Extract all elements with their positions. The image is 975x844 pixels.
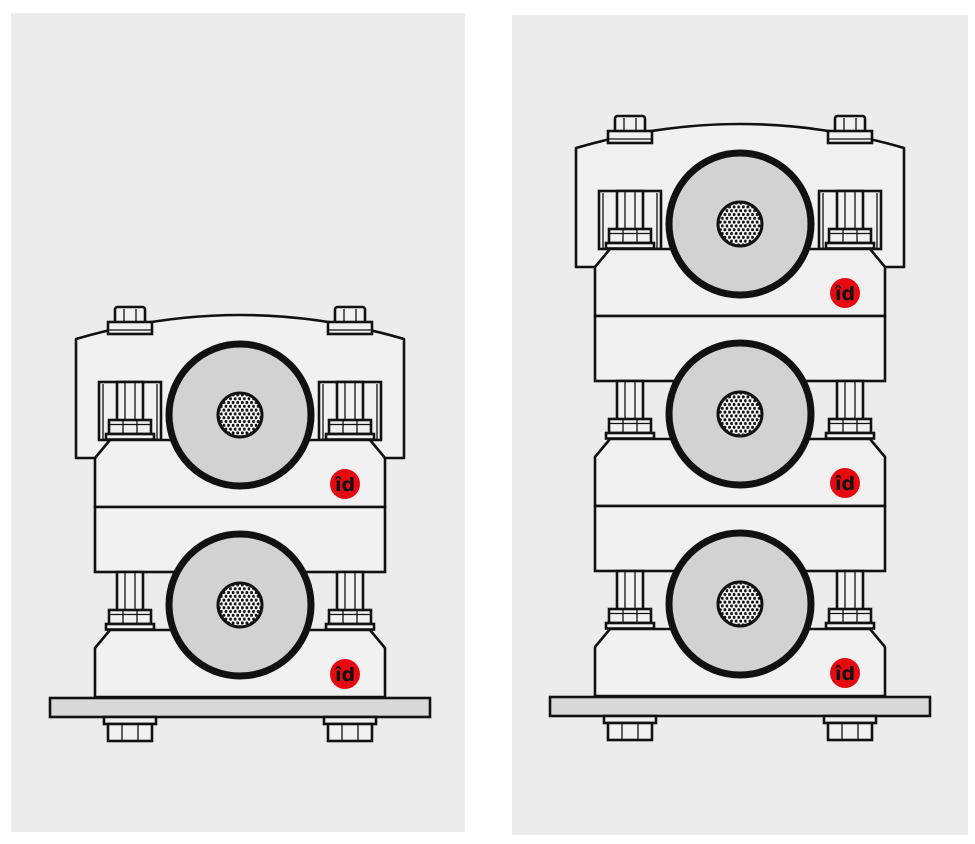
washer xyxy=(604,241,656,250)
id-logo: îd xyxy=(830,278,860,308)
id-logo-circle xyxy=(330,659,360,689)
id-logo-text: îd xyxy=(834,663,855,685)
washer xyxy=(604,431,656,440)
cap-bolt xyxy=(606,114,654,145)
clamp-layer: îd xyxy=(593,149,887,318)
hex-nut xyxy=(607,607,653,625)
id-logo-circle xyxy=(330,469,360,499)
hex-nut xyxy=(827,417,873,435)
cable-core-dots xyxy=(218,393,262,437)
right-panel: îd îd îd xyxy=(512,15,968,835)
cap-bolt xyxy=(826,114,874,145)
clamp-stack-drawing-three-layer: îd îd îd xyxy=(548,114,932,742)
anchor-nut xyxy=(102,715,158,743)
cable-core-ring xyxy=(216,391,264,439)
cap-bolt xyxy=(326,305,374,336)
anchor-nut-hex xyxy=(826,721,874,742)
hex-nut xyxy=(107,418,153,436)
anchor-nut xyxy=(822,714,878,742)
cable-core-dots xyxy=(718,202,762,246)
cable-core-ring xyxy=(716,580,764,628)
cable-core-dots xyxy=(218,583,262,627)
clamp-layer: îd xyxy=(93,340,387,509)
cap-bolt-head xyxy=(833,114,867,134)
cap-bolt xyxy=(106,305,154,336)
clamp-stack-drawing-two-layer: îd îd xyxy=(48,305,432,743)
cap-bolt-flange xyxy=(326,320,374,336)
cap-bolt-flange xyxy=(826,129,874,145)
id-logo: îd xyxy=(830,468,860,498)
cap-bolt-head xyxy=(333,305,367,325)
id-logo: îd xyxy=(330,659,360,689)
cap-bolt-flange xyxy=(606,129,654,145)
cable-core-dots xyxy=(718,582,762,626)
washer xyxy=(824,621,876,630)
hex-nut xyxy=(607,417,653,435)
id-logo-text: îd xyxy=(834,473,855,495)
cap-bolt-head xyxy=(113,305,147,325)
washer xyxy=(604,621,656,630)
cap-bolt-head xyxy=(613,114,647,134)
washer xyxy=(104,622,156,631)
left-panel: îd îd xyxy=(11,13,465,832)
id-logo-circle xyxy=(830,278,860,308)
anchor-nut-hex xyxy=(326,722,374,743)
clamp-layer: îd xyxy=(593,504,887,698)
washer xyxy=(824,431,876,440)
cable-core-dots xyxy=(718,392,762,436)
washer xyxy=(104,432,156,441)
washer xyxy=(324,622,376,631)
anchor-nut-hex xyxy=(106,722,154,743)
hex-nut xyxy=(607,227,653,245)
hex-nut xyxy=(327,418,373,436)
id-logo: îd xyxy=(330,469,360,499)
hex-nut xyxy=(107,608,153,626)
cable-core-ring xyxy=(716,390,764,438)
id-logo-text: îd xyxy=(334,664,355,686)
base-plate xyxy=(48,696,432,719)
washer xyxy=(324,432,376,441)
hex-nut xyxy=(327,608,373,626)
id-logo: îd xyxy=(830,658,860,688)
id-logo-circle xyxy=(830,468,860,498)
cable-core-ring xyxy=(216,581,264,629)
clamp-layer: îd xyxy=(593,314,887,508)
anchor-nut xyxy=(602,714,658,742)
anchor-nut-hex xyxy=(606,721,654,742)
id-logo-text: îd xyxy=(334,474,355,496)
hex-nut xyxy=(827,227,873,245)
cap-bolt-flange xyxy=(106,320,154,336)
anchor-nut xyxy=(322,715,378,743)
hex-nut xyxy=(827,607,873,625)
id-logo-text: îd xyxy=(834,283,855,305)
washer xyxy=(824,241,876,250)
cable-core-ring xyxy=(716,200,764,248)
clamp-layer: îd xyxy=(93,505,387,699)
id-logo-circle xyxy=(830,658,860,688)
base-plate xyxy=(548,695,932,718)
